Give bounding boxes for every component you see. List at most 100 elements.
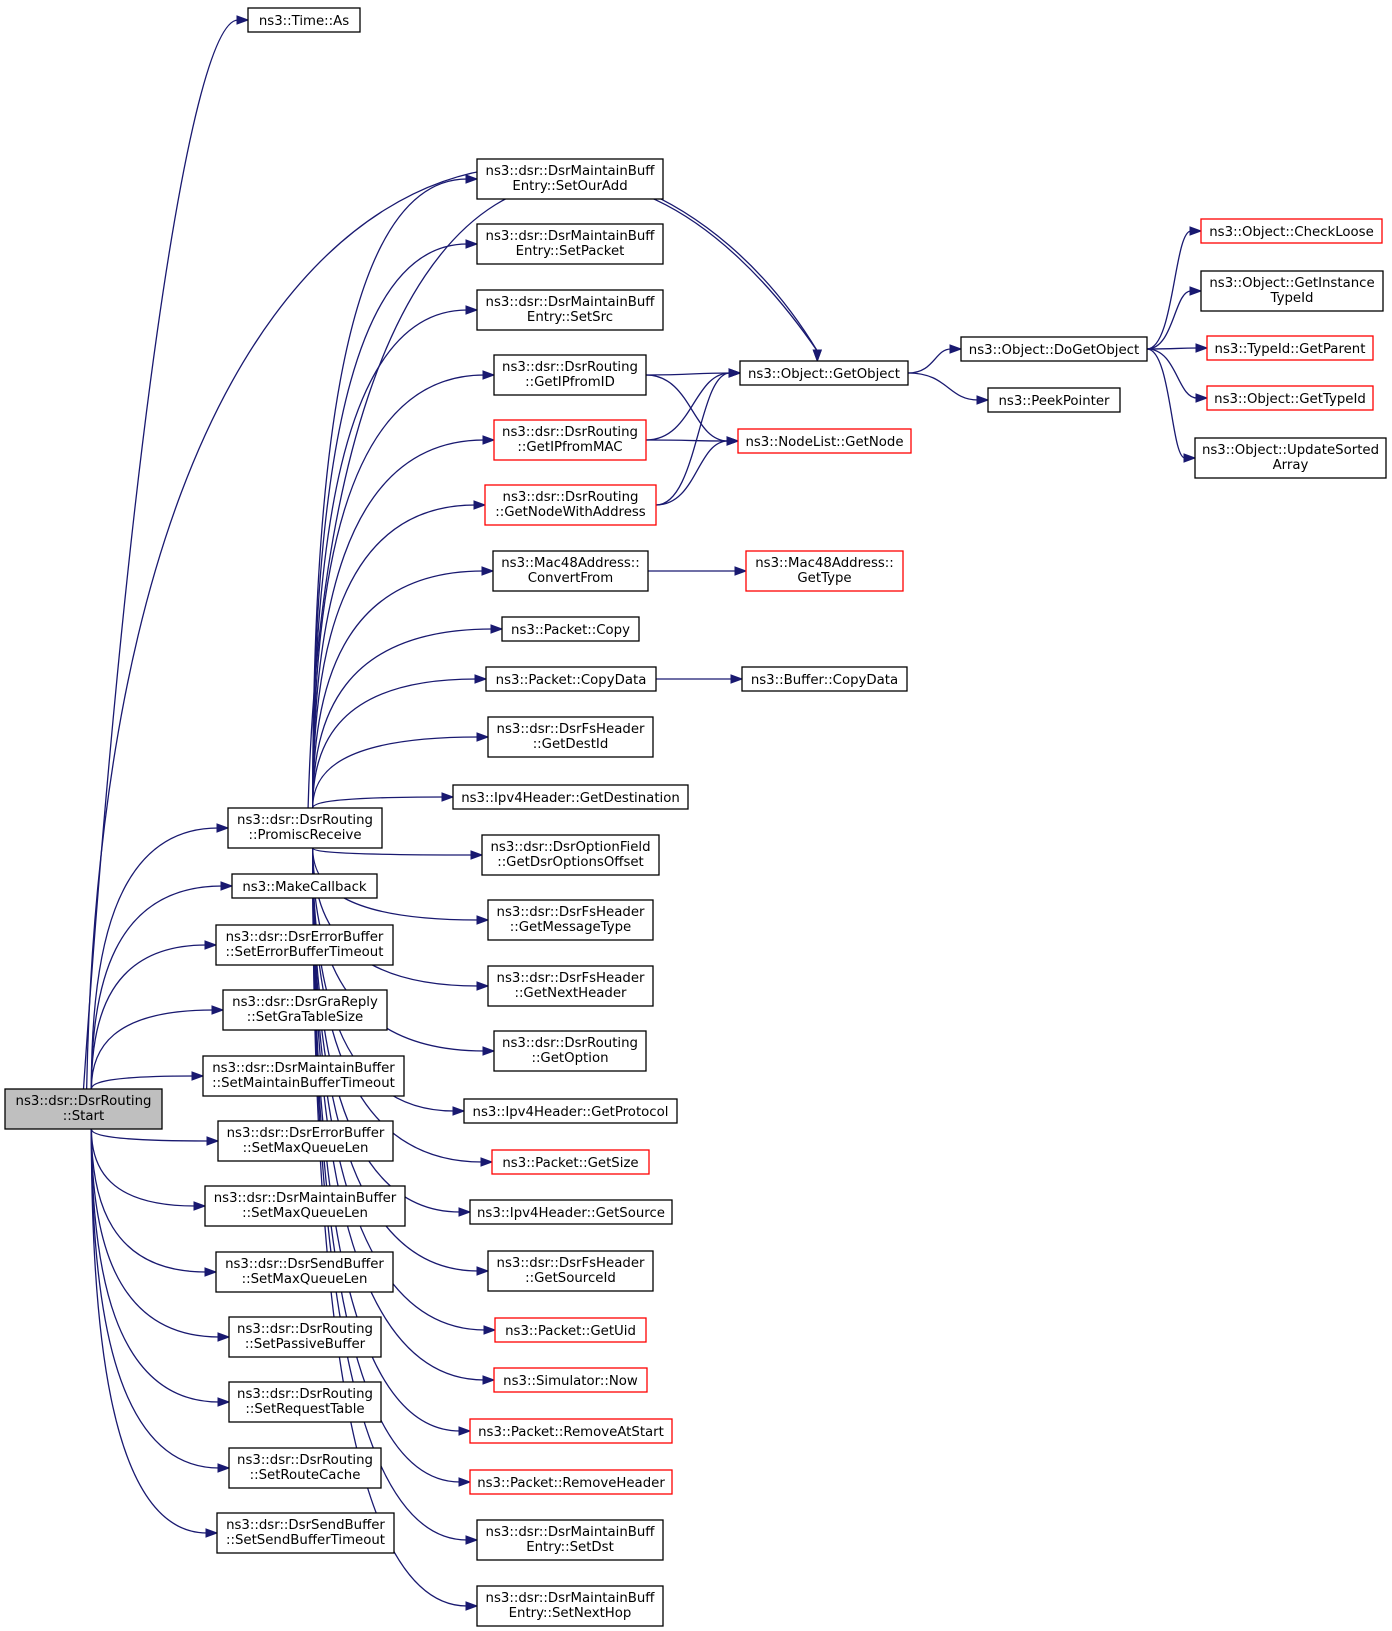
node-box bbox=[228, 1447, 382, 1489]
node-label: ::SetRequestTable bbox=[245, 1402, 364, 1417]
node-label: ns3::dsr::DsrMaintainBuff bbox=[486, 1591, 656, 1606]
node-fs-srcid[interactable]: ns3::dsr::DsrFsHeader::GetSourceId bbox=[487, 1250, 654, 1292]
edge-arrowhead bbox=[730, 674, 744, 684]
node-sim-now[interactable]: ns3::Simulator::Now bbox=[493, 1367, 648, 1393]
node-box bbox=[492, 550, 649, 592]
node-promisc[interactable]: ns3::dsr::DsrRouting::PromiscReceive bbox=[227, 807, 383, 849]
node-nodelist-get[interactable]: ns3::NodeList::GetNode bbox=[737, 428, 912, 454]
node-label: ns3::dsr::DsrFsHeader bbox=[497, 1256, 645, 1271]
node-set-err-mql[interactable]: ns3::dsr::DsrErrorBuffer::SetMaxQueueLen bbox=[217, 1120, 394, 1162]
node-ipv4-dest[interactable]: ns3::Ipv4Header::GetDestination bbox=[452, 784, 689, 810]
node-ipv4-proto[interactable]: ns3::Ipv4Header::GetProtocol bbox=[463, 1098, 678, 1124]
edge-arrowhead bbox=[465, 1601, 479, 1611]
node-label: ns3::Ipv4Header::GetDestination bbox=[461, 791, 680, 806]
node-tid-parent[interactable]: ns3::TypeId::GetParent bbox=[1206, 335, 1374, 361]
edge-arrowhead bbox=[205, 1528, 219, 1538]
node-pkt-remhdr[interactable]: ns3::Packet::RemoveHeader bbox=[469, 1469, 673, 1495]
edge-line bbox=[645, 372, 731, 441]
node-pkt-copydata[interactable]: ns3::Packet::CopyData bbox=[485, 666, 657, 692]
node-box bbox=[487, 1250, 654, 1292]
node-label: ::SetMaxQueueLen bbox=[242, 1206, 368, 1221]
edge-line bbox=[90, 1128, 220, 1338]
node-opt-offset[interactable]: ns3::dsr::DsrOptionField::GetDsrOptionsO… bbox=[481, 834, 660, 876]
node-label: ns3::Packet::GetUid bbox=[505, 1324, 636, 1339]
edge-arrowhead bbox=[458, 1477, 472, 1487]
node-fs-destid[interactable]: ns3::dsr::DsrFsHeader::GetDestId bbox=[487, 716, 654, 758]
node-label: ns3::dsr::DsrErrorBuffer bbox=[226, 930, 384, 945]
node-box bbox=[247, 7, 361, 33]
node-ip-from-id[interactable]: ns3::dsr::DsrRouting::GetIPfromID bbox=[493, 354, 647, 396]
node-label: ns3::dsr::DsrMaintainBuff bbox=[486, 1525, 656, 1540]
node-check-loose[interactable]: ns3::Object::CheckLoose bbox=[1200, 218, 1383, 244]
node-set-sb-mql[interactable]: ns3::dsr::DsrSendBuffer::SetMaxQueueLen bbox=[215, 1251, 394, 1293]
edge-line bbox=[312, 439, 485, 809]
edge-line bbox=[90, 885, 223, 1090]
edge-line bbox=[907, 348, 952, 374]
node-pkt-size[interactable]: ns3::Packet::GetSize bbox=[491, 1149, 650, 1175]
node-box bbox=[737, 428, 912, 454]
edge-arrowhead bbox=[476, 981, 490, 991]
edge-promisc-to-pkt-copy bbox=[312, 624, 504, 809]
edge-arrowhead bbox=[1183, 453, 1197, 463]
node-pkt-remstart[interactable]: ns3::Packet::RemoveAtStart bbox=[469, 1418, 673, 1444]
node-set-mb-mql[interactable]: ns3::dsr::DsrMaintainBuffer::SetMaxQueue… bbox=[204, 1185, 406, 1227]
node-mac-convert[interactable]: ns3::Mac48Address::ConvertFrom bbox=[492, 550, 649, 592]
node-do-getobject[interactable]: ns3::Object::DoGetObject bbox=[960, 336, 1148, 362]
node-set-err-to[interactable]: ns3::dsr::DsrErrorBuffer::SetErrorBuffer… bbox=[215, 924, 394, 966]
node-label: ns3::Mac48Address:: bbox=[755, 556, 894, 571]
node-set-sb-to[interactable]: ns3::dsr::DsrSendBuffer::SetSendBufferTi… bbox=[216, 1512, 395, 1554]
node-box bbox=[494, 1317, 647, 1343]
node-time-as[interactable]: ns3::Time::As bbox=[247, 7, 361, 33]
node-node-with-addr[interactable]: ns3::dsr::DsrRouting::GetNodeWithAddress bbox=[484, 484, 657, 526]
edge-start-to-make-cb bbox=[90, 881, 234, 1090]
node-mbe-packet[interactable]: ns3::dsr::DsrMaintainBuffEntry::SetPacke… bbox=[476, 223, 664, 265]
node-label: ns3::dsr::DsrSendBuffer bbox=[225, 1257, 384, 1272]
node-get-option[interactable]: ns3::dsr::DsrRouting::GetOption bbox=[493, 1030, 647, 1072]
edge-arrowhead bbox=[1189, 286, 1203, 296]
node-peek-ptr[interactable]: ns3::PeekPointer bbox=[987, 387, 1121, 413]
node-pkt-copy[interactable]: ns3::Packet::Copy bbox=[501, 616, 640, 642]
node-box bbox=[215, 924, 394, 966]
node-box bbox=[960, 336, 1148, 362]
edge-promisc-to-ipv4-dest bbox=[312, 792, 455, 809]
node-mac-gettype[interactable]: ns3::Mac48Address::GetType bbox=[745, 550, 904, 592]
edge-mac-convert-to-mac-gettype bbox=[647, 566, 748, 576]
node-mbe-nexthop[interactable]: ns3::dsr::DsrMaintainBuffEntry::SetNextH… bbox=[476, 1585, 664, 1627]
node-box bbox=[1206, 385, 1374, 411]
node-buf-copydata[interactable]: ns3::Buffer::CopyData bbox=[741, 666, 908, 692]
node-ipv4-src[interactable]: ns3::Ipv4Header::GetSource bbox=[469, 1199, 673, 1225]
node-set-gra[interactable]: ns3::dsr::DsrGraReply::SetGraTableSize bbox=[222, 989, 388, 1031]
edge-line bbox=[90, 1128, 209, 1142]
edge-line bbox=[312, 678, 477, 809]
node-obj-tid[interactable]: ns3::Object::GetTypeId bbox=[1206, 385, 1374, 411]
node-box bbox=[1194, 437, 1387, 479]
node-get-object[interactable]: ns3::Object::GetObject bbox=[739, 360, 909, 386]
node-pkt-uid[interactable]: ns3::Packet::GetUid bbox=[494, 1317, 647, 1343]
node-box bbox=[476, 1519, 664, 1561]
edge-line bbox=[1146, 347, 1198, 350]
edge-line bbox=[312, 796, 444, 809]
node-label: ns3::Object::DoGetObject bbox=[969, 343, 1139, 358]
node-set-passive[interactable]: ns3::dsr::DsrRouting::SetPassiveBuffer bbox=[228, 1316, 382, 1358]
node-box bbox=[202, 1055, 405, 1097]
node-box bbox=[739, 360, 909, 386]
node-mbe-ourAdd[interactable]: ns3::dsr::DsrMaintainBuffEntry::SetOurAd… bbox=[476, 158, 664, 200]
node-fs-msgtype[interactable]: ns3::dsr::DsrFsHeader::GetMessageType bbox=[487, 899, 654, 941]
node-start[interactable]: ns3::dsr::DsrRouting::Start bbox=[4, 1088, 163, 1130]
edge-do-getobject-to-obj-tid bbox=[1146, 348, 1209, 403]
node-ip-from-mac[interactable]: ns3::dsr::DsrRouting::GetIPfromMAC bbox=[493, 419, 647, 461]
node-fs-nexthdr[interactable]: ns3::dsr::DsrFsHeader::GetNextHeader bbox=[487, 965, 654, 1007]
node-set-mb-to[interactable]: ns3::dsr::DsrMaintainBuffer::SetMaintain… bbox=[202, 1055, 405, 1097]
edge-arrowhead bbox=[812, 349, 822, 363]
edge-line bbox=[90, 1009, 214, 1090]
edge-start-to-set-err-to bbox=[90, 940, 218, 1090]
edge-line bbox=[645, 439, 729, 442]
edge-arrowhead bbox=[476, 915, 490, 925]
node-set-rc[interactable]: ns3::dsr::DsrRouting::SetRouteCache bbox=[228, 1447, 382, 1489]
node-set-req[interactable]: ns3::dsr::DsrRouting::SetRequestTable bbox=[228, 1381, 382, 1423]
node-make-cb[interactable]: ns3::MakeCallback bbox=[231, 873, 378, 899]
